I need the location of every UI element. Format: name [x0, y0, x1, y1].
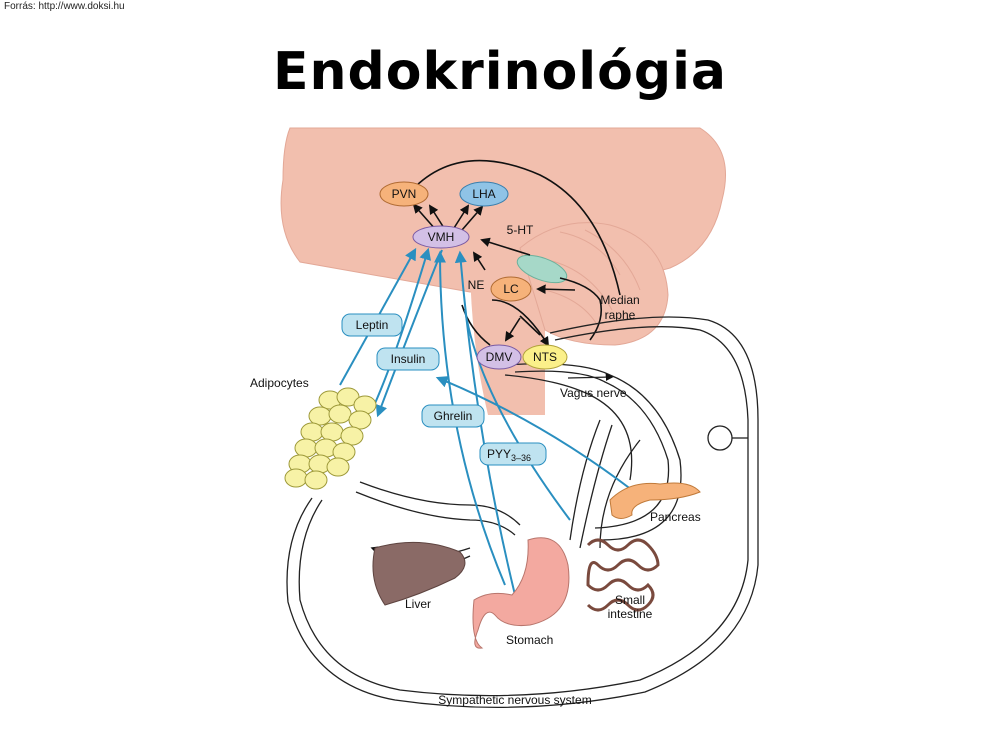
hormone-box-pyy: PYY3–36 [479, 442, 547, 466]
small-intestine-shape [586, 538, 660, 612]
svg-text:VMH: VMH [428, 230, 455, 244]
pancreas-shape [609, 482, 701, 519]
hormone-box-ghrelin: Ghrelin [421, 404, 485, 428]
node-lc: LC [490, 276, 532, 302]
svg-text:Insulin: Insulin [391, 352, 426, 366]
svg-text:DMV: DMV [486, 350, 513, 364]
hormone-box-insulin: Insulin [376, 347, 440, 371]
label-sympathetic: Sympathetic nervous system [438, 693, 591, 707]
svg-text:LC: LC [503, 282, 519, 296]
label-ne: NE [468, 278, 485, 292]
svg-text:PVN: PVN [392, 187, 417, 201]
label-vagus-nerve: Vagus nerve [560, 386, 627, 400]
label-median: Median [600, 293, 639, 307]
node-dmv: DMV [476, 344, 522, 370]
liver-shape [372, 541, 466, 606]
node-pvn: PVN [379, 181, 429, 207]
pyy-label: PYY3–36 [487, 447, 531, 463]
nerve-bundles [286, 316, 759, 708]
svg-text:LHA: LHA [472, 187, 495, 201]
source-credit: Forrás: http://www.doksi.hu [4, 1, 125, 12]
adipocytes-cluster [284, 387, 377, 490]
label-intestine: intestine [608, 607, 653, 621]
svg-text:Ghrelin: Ghrelin [434, 409, 473, 423]
label-liver: Liver [405, 597, 431, 611]
label-small: Small [615, 593, 645, 607]
label-5ht: 5-HT [507, 223, 534, 237]
label-pancreas: Pancreas [650, 510, 701, 524]
label-stomach: Stomach [506, 633, 553, 647]
node-vmh: VMH [412, 225, 470, 249]
neural-pathways [411, 159, 621, 347]
brain-shape [280, 127, 726, 415]
svg-text:NTS: NTS [533, 350, 557, 364]
node-lha: LHA [459, 181, 509, 207]
label-raphe: raphe [605, 308, 636, 322]
svg-text:Leptin: Leptin [356, 318, 389, 332]
stomach-shape [472, 537, 570, 649]
page-title: Endokrinológia [273, 42, 727, 102]
hormone-box-leptin: Leptin [341, 313, 403, 337]
node-nts: NTS [522, 344, 568, 370]
label-adipocytes: Adipocytes [250, 376, 309, 390]
